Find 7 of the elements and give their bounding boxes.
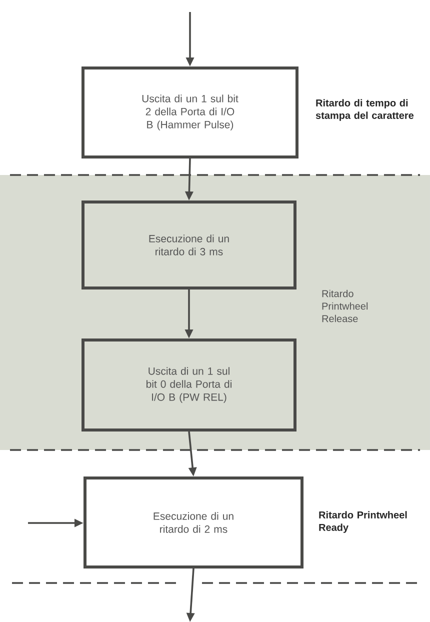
process-box: Esecuzione di un ritardo di 3 ms — [82, 200, 296, 290]
process-box: Esecuzione di un ritardo di 2 ms — [84, 476, 304, 568]
band-label: Ritardo Printwheel Release — [322, 290, 368, 322]
side-note: Ritardo di tempo di stampa del carattere — [316, 99, 414, 121]
process-box: Uscita di un 1 sul bit 2 della Porta di I/O B (Hammer Pulse) — [82, 66, 298, 158]
process-box: Uscita di un 1 sul bit 0 della Porta di I/O B (PW REL) — [82, 338, 296, 432]
side-note: Ritardo Printwheel Ready — [319, 511, 407, 533]
